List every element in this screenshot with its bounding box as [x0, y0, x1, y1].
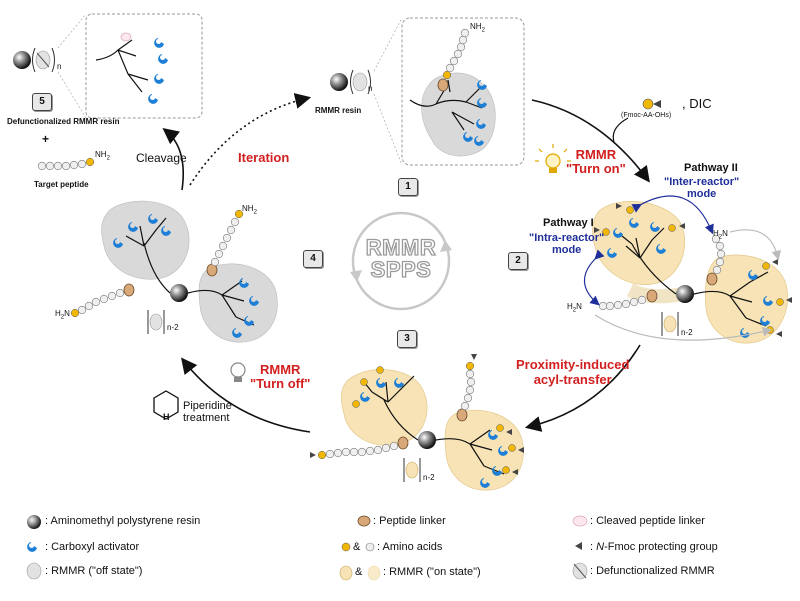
step4-h2n-label: H2N [55, 309, 70, 321]
step1-n-subscript: n [368, 84, 373, 93]
pathway2-mode: "Inter-reactor" mode [664, 176, 739, 200]
legend-fmoc: : N-Fmoc protecting group [590, 541, 718, 553]
fmoc-amino-acid-reagent [642, 98, 661, 110]
dic-label: , DIC [682, 96, 712, 111]
step-1-badge: 1 [398, 178, 418, 196]
arrow-fmoc-merge [612, 117, 629, 143]
rmmr-resin-label: RMMR resin [315, 106, 362, 115]
lightbulb-on-icon [535, 144, 571, 173]
center-logo-line2: SPPS [370, 257, 432, 282]
piperidine-nh: H [163, 412, 170, 422]
pathway1-mode-line1: "Intra-reactor" [529, 232, 605, 244]
step1-nh2-label: NH2 [470, 22, 485, 34]
iteration-label: Iteration [238, 150, 290, 165]
arrow-iteration [189, 93, 312, 186]
turn-on-label: RMMR "Turn on" [566, 148, 626, 176]
pathway2-mode-line2: mode [686, 188, 717, 200]
legend-activator: : Carboxyl activator [45, 541, 140, 553]
legend-amino-acids: : Amino acids [377, 541, 443, 553]
step5-cleavage-products [13, 13, 203, 171]
legend-resin: : Aminomethyl polystyrene resin [45, 515, 201, 527]
arrow-acyl-transfer [524, 344, 641, 432]
step2-h2n-top-label: H2N [713, 229, 728, 241]
step4-nh2-label: NH2 [242, 204, 257, 216]
step3-n-minus-2: n-2 [423, 473, 435, 482]
proximity-line1: Proximity-induced [516, 357, 630, 372]
turn-off-label: RMMR "Turn off" [250, 363, 310, 391]
cleavage-label: Cleavage [136, 151, 187, 165]
arrow-activation [531, 99, 650, 183]
legend-cleaved-linker: : Cleaved peptide linker [590, 515, 705, 527]
proximity-line2: acyl-transfer [533, 372, 612, 387]
center-cycle-ring [350, 211, 452, 311]
step-5-badge: 5 [32, 93, 52, 111]
center-logo: RMMR SPPS [358, 235, 444, 282]
plus-sign: + [42, 132, 50, 146]
legend-icons [26, 515, 588, 581]
lightbulb-off-icon [230, 362, 246, 382]
step2-h2n-left-label: H2N [567, 302, 582, 314]
piperidine-icon [153, 390, 179, 420]
fmoc-aa-label: (Fmoc-AA-OHs) [621, 112, 672, 119]
step4-elongated-off [70, 200, 278, 343]
legend-linker: : Peptide linker [373, 515, 446, 527]
turn-off-line1: RMMR [260, 362, 301, 377]
legend-defunctionalized: : Defunctionalized RMMR [590, 565, 715, 577]
piperidine-line1: Piperidine [183, 400, 232, 412]
pathway2-title: Pathway II [684, 162, 738, 174]
step-2-badge: 2 [508, 252, 528, 270]
defunctionalized-resin-label: Defunctionalized RMMR resin [7, 117, 120, 126]
proximity-acyl-label: Proximity-induced acyl-transfer [516, 357, 629, 387]
step2-n-minus-2: n-2 [681, 328, 693, 337]
pathway1-mode-line2: mode [551, 244, 582, 256]
step3-acyl-transferred [310, 354, 524, 491]
step1-rmmr-resin [330, 17, 525, 166]
step4-n-minus-2: n-2 [167, 323, 179, 332]
target-peptide-nh2: NH2 [95, 150, 110, 162]
step2-activated-rmmr [583, 195, 792, 344]
legend-aa-amp: & [353, 541, 361, 553]
pathway1-title: Pathway I [543, 217, 594, 229]
legend-rmmr-on: : RMMR ("on state") [383, 566, 481, 578]
piperidine-line2: treatment [183, 412, 230, 424]
turn-off-line2: "Turn off" [250, 376, 311, 391]
step-3-badge: 3 [397, 330, 417, 348]
arrow-cleavage [162, 128, 185, 191]
legend-rmmr-off: : RMMR ("off state") [45, 565, 143, 577]
piperidine-label: Piperidine treatment [183, 400, 232, 424]
center-logo-line1: RMMR [365, 235, 437, 260]
target-peptide-label: Target peptide [34, 180, 89, 189]
step-4-badge: 4 [303, 250, 323, 268]
pathway1-mode: "Intra-reactor" mode [529, 232, 604, 256]
turn-on-line1: RMMR [575, 147, 617, 162]
step5-n-subscript: n [57, 62, 62, 71]
turn-on-line2: "Turn on" [566, 161, 626, 176]
arrow-turn-off [181, 357, 311, 433]
pathway2-mode-line1: "Inter-reactor" [664, 176, 740, 188]
legend-rmmr-amp: & [355, 566, 363, 578]
